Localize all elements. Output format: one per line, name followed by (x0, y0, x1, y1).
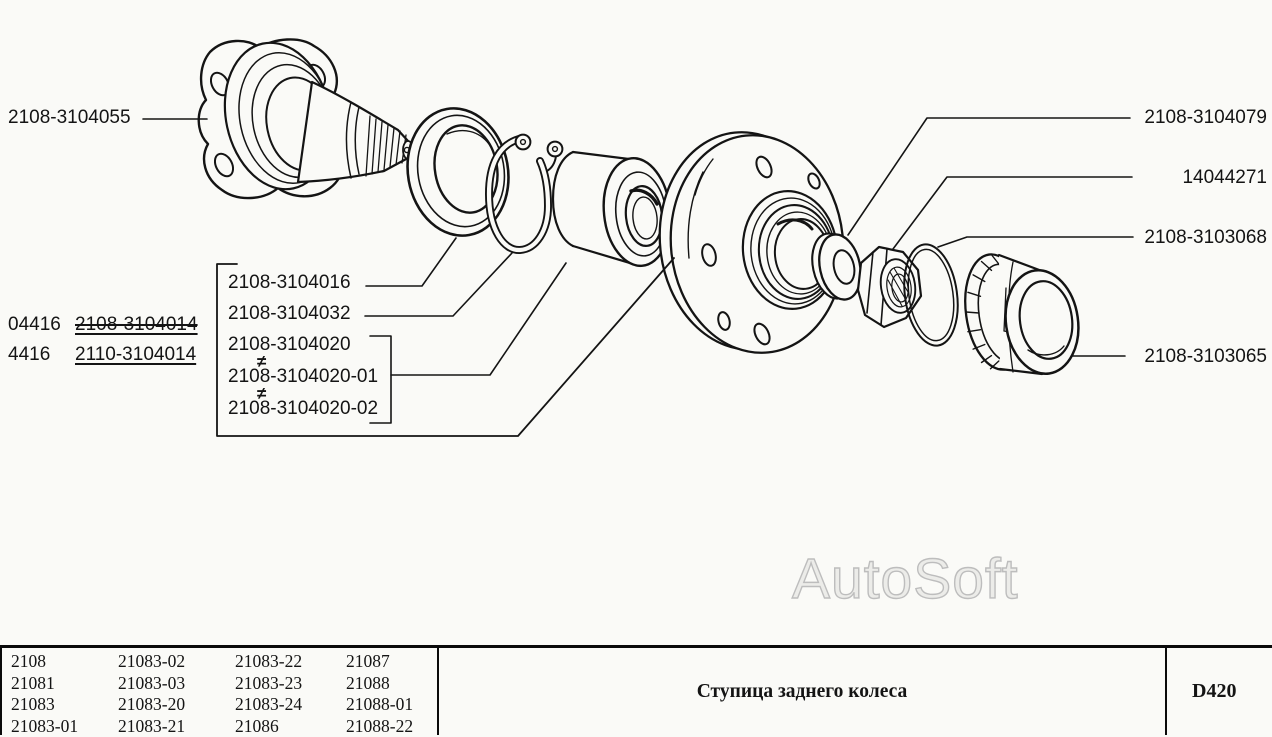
hub-new-number: 2110-3104014 (75, 344, 196, 366)
part-label-ring: 2108-3103068 (1144, 227, 1267, 249)
applicability-table: 2108 21083-02 21083-22 21087 21081 21083… (2, 648, 439, 735)
model-cell: 21083-02 (118, 651, 235, 673)
bearing-drawing (553, 152, 675, 269)
model-cell: 21083-24 (235, 694, 346, 716)
model-cell: 21088-22 (346, 716, 437, 737)
diagram-area: AutoSoft 2108-3104055 2108-3104079 14044… (0, 0, 1272, 645)
sheet-code: D420 (1192, 680, 1236, 703)
model-cell: 21086 (235, 716, 346, 737)
part-label-flange: 2108-3104055 (8, 107, 131, 129)
model-cell: 21083-01 (11, 716, 118, 737)
model-cell: 21083-20 (118, 694, 235, 716)
part-label-bearing-02: 2108-3104020-02 (228, 398, 378, 420)
part-label-circlip: 2108-3104032 (228, 303, 351, 325)
hub-old-number: 2108-3104014 (75, 314, 198, 336)
footer-table: 2108 21083-02 21083-22 21087 21081 21083… (0, 645, 1272, 735)
model-cell: 21081 (11, 673, 118, 695)
applicability-code: 04416 (8, 314, 75, 336)
part-label-bearing-01: 2108-3104020-01 (228, 366, 378, 388)
sheet-title-cell: Ступица заднего колеса (439, 648, 1165, 735)
model-cell: 2108 (11, 651, 118, 673)
part-label-bearing: 2108-3104020 (228, 334, 351, 356)
model-cell: 21087 (346, 651, 437, 673)
part-label-cap: 2108-3103065 (1144, 346, 1267, 368)
part-label-nut: 14044271 (1182, 167, 1267, 189)
applicability-code: 4416 (8, 344, 75, 366)
seal-ring-drawing (398, 100, 519, 243)
model-cell: 21083 (11, 694, 118, 716)
model-cell: 21083-23 (235, 673, 346, 695)
model-cell: 21088-01 (346, 694, 437, 716)
watermark: AutoSoft (792, 546, 1019, 612)
axle-flange-drawing (199, 33, 413, 199)
part-label-seal: 2108-3104016 (228, 272, 351, 294)
sheet-title: Ступица заднего колеса (697, 681, 908, 703)
nut-drawing (858, 247, 921, 327)
model-cell: 21083-22 (235, 651, 346, 673)
model-cell: 21083-03 (118, 673, 235, 695)
part-label-thrust-washer: 2108-3104079 (1144, 107, 1267, 129)
hub-cap-drawing (958, 250, 1085, 378)
model-cell: 21083-21 (118, 716, 235, 737)
sheet-code-cell: D420 (1165, 648, 1272, 735)
model-cell: 21088 (346, 673, 437, 695)
